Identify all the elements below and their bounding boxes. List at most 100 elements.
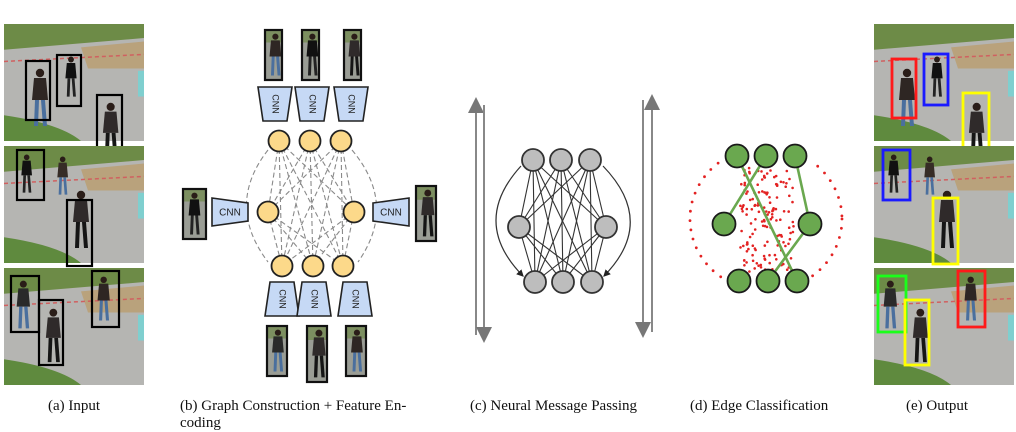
pruned-edge-dot <box>785 268 789 272</box>
pedestrian-leg <box>901 100 906 126</box>
pruned-edge-dot <box>689 228 693 232</box>
pedestrian <box>57 156 68 195</box>
pedestrian-leg <box>82 222 88 248</box>
grass-bottom <box>4 359 81 385</box>
pedestrian-leg <box>930 177 935 195</box>
crop-border <box>263 28 284 82</box>
pruned-edge-dot <box>773 253 777 257</box>
cnn-label: CNN <box>308 94 318 114</box>
pedestrian-head <box>100 276 107 284</box>
pedestrian-torso <box>421 197 435 216</box>
pedestrian <box>45 308 61 363</box>
pruned-edge-dot <box>787 242 790 246</box>
person-crop <box>263 28 284 82</box>
pedestrian <box>351 329 363 372</box>
pruned-edge-dot <box>754 218 757 221</box>
pruned-edge-dot <box>840 214 844 218</box>
cnn-label: CNN <box>347 94 357 114</box>
pruned-edge-dot <box>753 203 757 207</box>
message-node <box>549 148 573 172</box>
classified-node <box>711 211 737 237</box>
person-crop <box>414 184 438 243</box>
sand-patch <box>951 163 1014 191</box>
pruned-edge-dot <box>789 257 793 260</box>
pruned-edge-dot <box>828 179 832 183</box>
pruned-edge-dot <box>765 210 768 213</box>
pruned-edge-dot <box>743 181 747 185</box>
pruned-edge-dot <box>742 259 746 262</box>
pruned-edge-dot <box>779 180 783 184</box>
sign <box>1008 192 1014 219</box>
pedestrian-leg <box>71 78 76 97</box>
pruned-edge-dot <box>756 183 759 186</box>
cnn-label: CNN <box>219 208 241 219</box>
pedestrian <box>348 33 361 76</box>
pruned-edge-dot <box>759 266 763 269</box>
pruned-edge-dot <box>757 264 760 268</box>
sign <box>1008 70 1014 97</box>
message-node <box>523 270 547 294</box>
pruned-edge-dot <box>691 237 695 241</box>
pruned-edge-dot <box>711 269 715 273</box>
pruned-edge-dot <box>705 262 708 266</box>
pruned-edges <box>688 161 844 279</box>
pedestrian <box>312 329 326 378</box>
feature-node <box>331 254 355 278</box>
sign <box>138 192 144 219</box>
pedestrian-leg <box>914 337 920 363</box>
pedestrian-head <box>35 68 45 78</box>
message-edge <box>518 226 593 283</box>
dashed-edge <box>309 140 314 267</box>
detection-box <box>24 59 52 122</box>
pruned-edge-dot <box>748 270 751 273</box>
pedestrian-torso <box>102 111 119 133</box>
pruned-edge-dot <box>837 196 840 199</box>
pruned-edge-dot <box>768 196 771 199</box>
crop-border <box>344 324 368 378</box>
pedestrian-leg <box>278 352 284 372</box>
dashed-edge <box>312 140 342 267</box>
caption-message-passing: (c) Neural Message Passing <box>470 398 638 414</box>
pedestrian <box>899 68 915 126</box>
pedestrian-head <box>916 308 925 317</box>
pruned-edge-dot <box>768 253 771 257</box>
pruned-edge-dot <box>739 246 742 249</box>
message-node <box>594 215 618 239</box>
barrier-tape <box>3 175 145 185</box>
sand-patch <box>81 285 144 313</box>
pruned-edge-dot <box>769 169 772 172</box>
detection-box <box>65 198 94 268</box>
classified-node <box>784 268 810 294</box>
pedestrian-leg <box>932 78 937 97</box>
pruned-edge-dot <box>757 191 761 194</box>
pruned-edge-dot <box>762 254 766 258</box>
detection-box <box>55 53 83 108</box>
pedestrian-torso <box>964 283 977 301</box>
panel-input <box>3 24 145 385</box>
pruned-edge-dot <box>761 224 765 228</box>
pruned-edge-dot <box>699 254 703 258</box>
pedestrian-torso <box>21 160 32 176</box>
pruned-edge-dot <box>693 191 697 195</box>
pruned-edge-dot <box>818 268 822 271</box>
cnn-trapezoid <box>294 86 330 122</box>
pruned-edge-dot <box>759 263 763 267</box>
pedestrian-leg <box>313 56 318 76</box>
detection-box <box>37 298 65 367</box>
pruned-edge-dot <box>763 257 766 261</box>
pruned-edge-dot <box>825 261 828 264</box>
pruned-edge-dot <box>750 208 754 211</box>
crop-border <box>300 28 321 82</box>
dashed-edge <box>281 211 355 267</box>
cnn-trapezoid <box>372 197 410 227</box>
pedestrian-torso <box>188 199 201 216</box>
pruned-edge-dot <box>775 258 778 261</box>
cnn-label: CNN <box>380 208 402 219</box>
pedestrian <box>883 280 897 329</box>
pruned-edge-dot <box>811 274 814 278</box>
message-node <box>521 148 545 172</box>
scene-frame <box>873 24 1015 141</box>
pruned-edge-dot <box>791 186 794 190</box>
pruned-edge-dot <box>787 226 791 229</box>
